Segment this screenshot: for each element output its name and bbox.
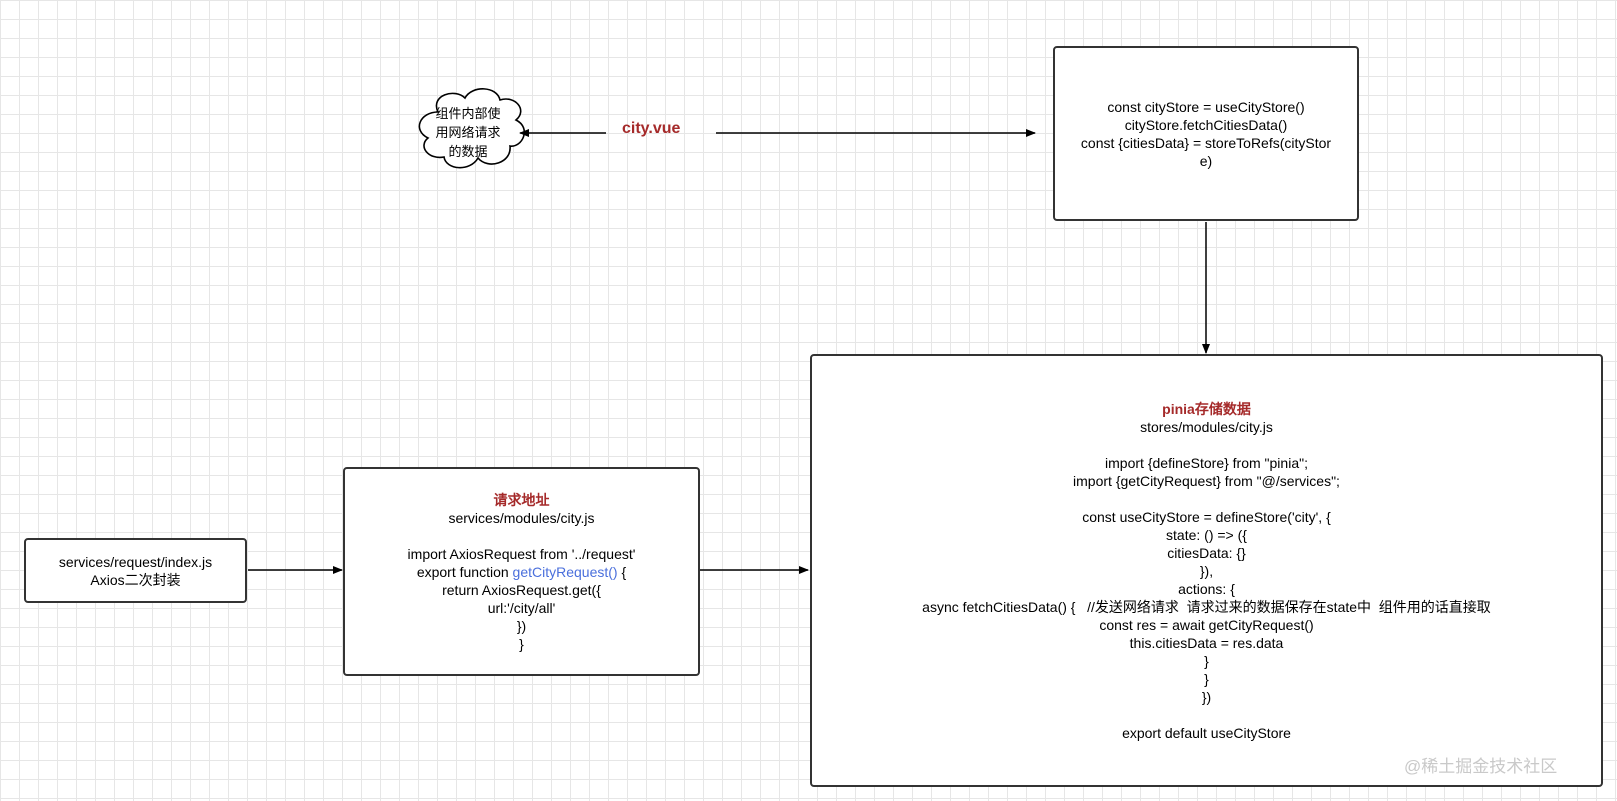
- code-line: actions: {: [1178, 580, 1235, 597]
- code-line: state: () => ({: [1166, 526, 1247, 543]
- code-line: const {citiesData} = storeToRefs(citySto…: [1080, 134, 1332, 151]
- code-line: }: [1204, 652, 1209, 669]
- file-path: services/modules/city.js: [448, 509, 595, 526]
- services-api-box: 请求地址 services/modules/city.js import Axi…: [343, 467, 700, 676]
- code-line: e): [1199, 152, 1213, 169]
- code-text: {: [617, 563, 627, 580]
- code-line: import AxiosRequest from '../request': [407, 545, 636, 562]
- code-line: }: [519, 635, 524, 652]
- watermark: @稀土掘金技术社区: [1404, 757, 1558, 776]
- code-line: }): [1201, 688, 1212, 705]
- code-line: url:'/city/all': [487, 599, 556, 616]
- code-line: const cityStore = useCityStore(): [1107, 98, 1305, 115]
- code-text: export function: [416, 563, 513, 580]
- file-path: stores/modules/city.js: [1140, 418, 1273, 435]
- code-line: export default useCityStore: [1122, 724, 1291, 741]
- code-line: }: [1204, 670, 1209, 687]
- code-line: import {defineStore} from "pinia";: [1105, 454, 1308, 471]
- code-line: return AxiosRequest.get({: [442, 581, 601, 598]
- cloud-line: 的数据: [448, 144, 488, 159]
- code-line: const useCityStore = defineStore('city',…: [1082, 508, 1331, 525]
- cloud-label: 组件内部使 用网络请求 的数据: [424, 104, 512, 161]
- box-line: Axios二次封装: [90, 571, 181, 588]
- function-name: getCityRequest(): [512, 563, 618, 580]
- code-line: this.citiesData = res.data: [1129, 634, 1284, 651]
- axios-request-box: services/request/index.js Axios二次封装: [24, 538, 247, 603]
- component-usage-box: const cityStore = useCityStore() citySto…: [1053, 46, 1359, 221]
- cloud-line: 组件内部使: [435, 106, 501, 121]
- box-title: pinia存储数据: [1162, 400, 1251, 417]
- code-line: citiesData: {}: [1167, 544, 1246, 561]
- city-vue-label: city.vue: [622, 120, 681, 137]
- code-line: const res = await getCityRequest(): [1099, 616, 1314, 633]
- box-line: services/request/index.js: [58, 553, 213, 570]
- code-line: }): [516, 617, 527, 634]
- box-title: 请求地址: [493, 491, 550, 508]
- code-line: cityStore.fetchCitiesData(): [1124, 116, 1288, 133]
- pinia-store-box: pinia存储数据 stores/modules/city.js import …: [810, 354, 1603, 787]
- code-line: export function getCityRequest() {: [417, 563, 626, 581]
- code-line: import {getCityRequest} from "@/services…: [1073, 472, 1340, 489]
- code-line: async fetchCitiesData() { //发送网络请求 请求过来的…: [922, 598, 1491, 615]
- code-line: }),: [1199, 562, 1214, 579]
- cloud-line: 用网络请求: [435, 125, 501, 140]
